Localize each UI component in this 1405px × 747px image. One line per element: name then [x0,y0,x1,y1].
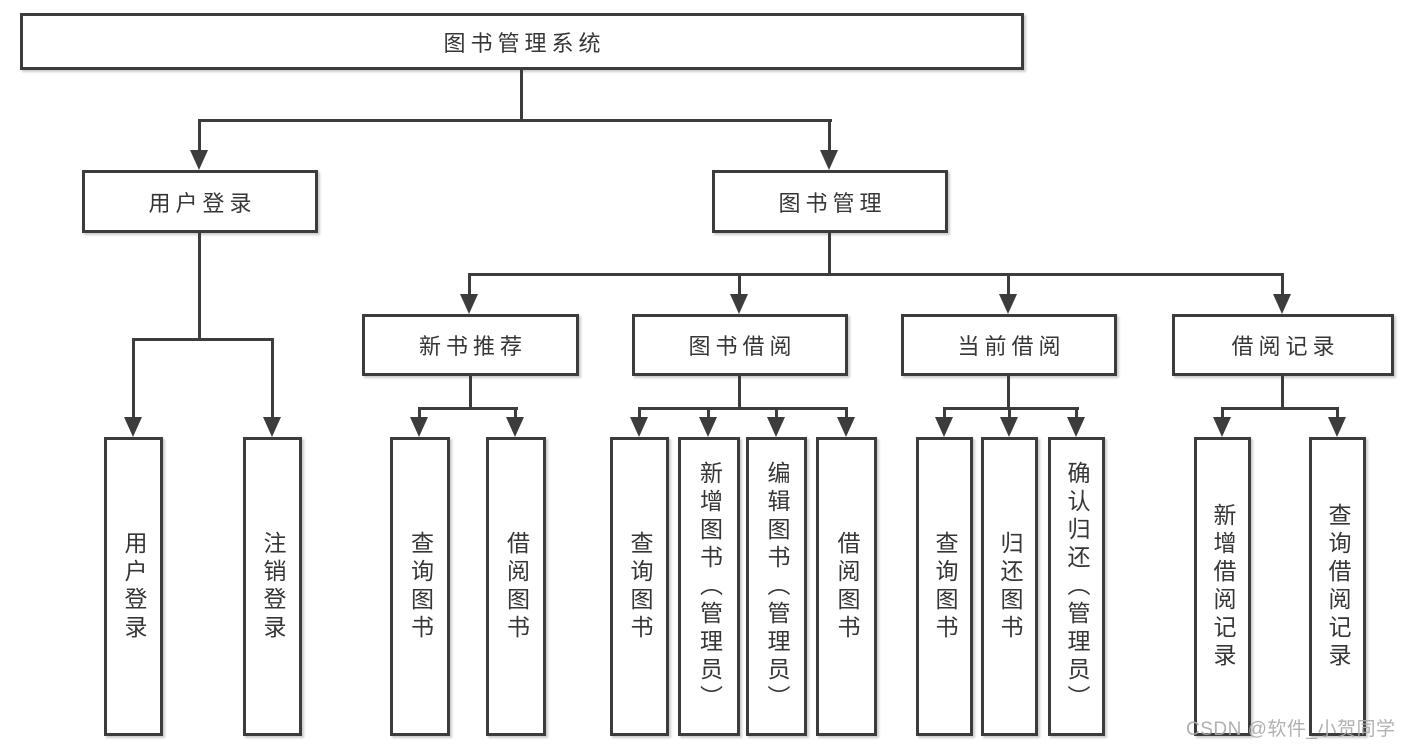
connector-line [469,376,472,410]
connector-line [418,407,518,410]
node-book-borrowing: 图书借阅 [632,314,848,376]
node-query-books-recommend: 查询图书 [390,437,450,736]
node-query-borrow-record: 查询借阅记录 [1309,437,1366,736]
connector-line [1336,407,1339,419]
connector-line [271,338,274,419]
node-edit-book-admin: 编辑图书（管理员） [746,437,807,736]
arrow-down-icon [837,417,855,437]
node-query-books-borrowing: 查询图书 [610,437,669,736]
node-current-borrowing: 当前借阅 [901,314,1117,376]
node-logout: 注销登录 [243,437,302,736]
connector-line [198,119,201,152]
node-root: 图书管理系统 [20,13,1024,70]
connector-line [1007,376,1010,410]
connector-line [638,407,641,419]
arrow-down-icon [410,417,428,437]
connector-line [469,273,1284,276]
connector-line [1075,407,1078,419]
arrow-down-icon [1213,417,1231,437]
node-book-management: 图书管理 [712,170,948,233]
arrow-down-icon [730,294,748,314]
arrow-down-icon [506,417,524,437]
connector-line [828,119,831,152]
arrow-down-icon [630,417,648,437]
connector-line [1221,407,1224,419]
arrow-down-icon [1000,417,1018,437]
arrow-down-icon [999,294,1017,314]
node-user-login: 用户登录 [82,170,318,233]
arrow-down-icon [935,417,953,437]
arrow-down-icon [699,417,717,437]
node-add-borrow-record: 新增借阅记录 [1194,437,1251,736]
connector-line [1281,376,1284,410]
connector-line [943,407,946,419]
connector-line [520,70,523,122]
watermark: CSDN @软件_小贺同学 [1186,719,1396,740]
connector-line [845,407,848,419]
connector-line [1281,273,1284,297]
arrow-down-icon [820,150,838,170]
node-borrow-books-leaf: 借阅图书 [816,437,877,736]
connector-line [707,407,710,419]
node-confirm-return-admin: 确认归还（管理员） [1048,437,1105,736]
connector-line [198,233,201,341]
connector-line [775,407,778,419]
connector-line [132,338,274,341]
node-return-book: 归还图书 [981,437,1038,736]
arrow-down-icon [124,417,142,437]
node-borrow-books-recommend: 借阅图书 [486,437,546,736]
connector-line [1221,407,1339,410]
connector-line [1007,273,1010,297]
arrow-down-icon [1328,417,1346,437]
arrow-down-icon [460,294,478,314]
connector-line [828,233,831,276]
connector-line [738,376,741,410]
connector-line [943,407,1079,410]
connector-line [738,273,741,297]
connector-line [198,119,832,122]
connector-line [638,407,848,410]
connector-line [132,338,135,419]
connector-line [514,407,517,419]
node-borrowing-records: 借阅记录 [1172,314,1394,376]
arrow-down-icon [190,150,208,170]
connector-line [468,273,471,297]
arrow-down-icon [1067,417,1085,437]
node-query-books-current: 查询图书 [916,437,973,736]
arrow-down-icon [767,417,785,437]
connector-line [418,407,421,419]
node-new-book-recommend: 新书推荐 [362,314,579,376]
node-user-login-leaf: 用户登录 [104,437,163,736]
node-add-book-admin: 新增图书（管理员） [678,437,740,736]
arrow-down-icon [263,417,281,437]
connector-line [1008,407,1011,419]
arrow-down-icon [1273,294,1291,314]
